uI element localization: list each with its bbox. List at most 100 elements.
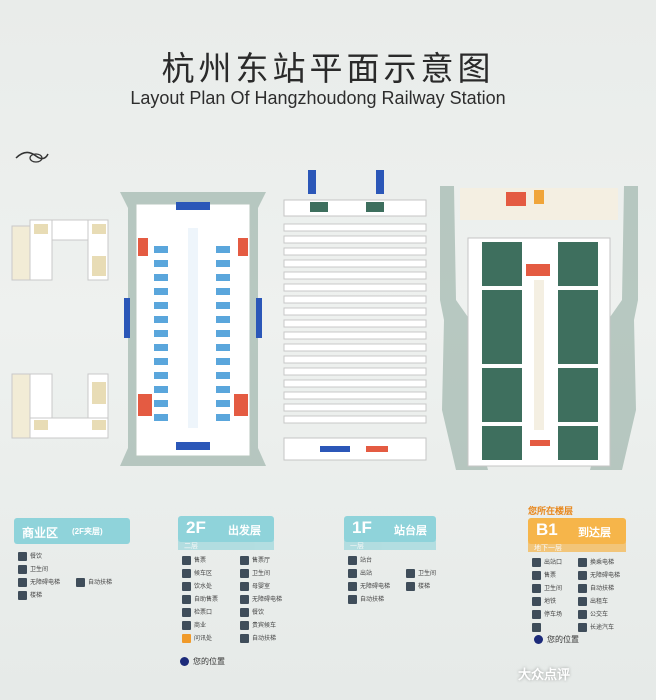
legend-item: 候车区 xyxy=(182,569,240,578)
you-are-here-dot-icon xyxy=(180,657,189,666)
legend-row: 出站 卫生间 xyxy=(348,567,464,580)
info-icon xyxy=(182,634,191,643)
escalator-icon xyxy=(348,595,357,604)
legend-header-1f: 1F 站台层 xyxy=(344,516,436,542)
legend-item: 无障碍电梯 xyxy=(348,582,406,591)
legend-item: 卫生间 xyxy=(532,584,578,593)
legend-item: 卫生间 xyxy=(240,569,298,578)
coach-icon xyxy=(578,623,587,632)
legend-row: 售票 无障碍电梯 xyxy=(532,569,624,582)
legend-item: 出租车 xyxy=(578,597,624,606)
legend-label: 楼梯 xyxy=(30,591,43,599)
you-are-here-marker-b1: 您的位置 xyxy=(534,634,579,645)
legend-row: 检票口 餐饮 xyxy=(182,606,298,619)
legend-row: 楼梯 xyxy=(18,589,134,602)
legend-item: 商业 xyxy=(182,621,240,630)
legend-level-name: (2F夹层) xyxy=(72,527,103,536)
legend-label: 卫生间 xyxy=(30,565,49,573)
legend-label: 长途汽车 xyxy=(590,623,615,631)
taxi-icon xyxy=(578,597,587,606)
legend-item xyxy=(532,623,578,632)
legend-level: 2F xyxy=(186,518,206,537)
shop-icon xyxy=(182,621,191,630)
legend-item: 餐饮 xyxy=(240,608,298,617)
stairs-icon xyxy=(406,582,415,591)
legend-item: 换乘电梯 xyxy=(578,558,624,567)
exit-icon xyxy=(532,558,541,567)
current-floor-tag: 您所在楼层 xyxy=(528,507,574,517)
bus-icon xyxy=(578,610,587,619)
legend-label: 问讯处 xyxy=(194,634,213,642)
toilet-icon xyxy=(18,565,27,574)
legend-item: 自动扶梯 xyxy=(348,595,406,604)
legend-item: 售票 xyxy=(182,556,240,565)
ticket-hall-icon xyxy=(240,556,249,565)
legend-row: 长途汽车 xyxy=(532,621,624,634)
accessible-elevator-icon xyxy=(18,578,27,587)
legend-row: 无障碍电梯 自动扶梯 xyxy=(18,576,134,589)
you-are-here-dot-icon xyxy=(534,635,543,644)
legend-row: 出站口 换乘电梯 xyxy=(532,556,624,569)
legend-item: 无障碍电梯 xyxy=(240,595,298,604)
vip-icon xyxy=(240,621,249,630)
map-title-chinese: 杭州东站平面示意图 xyxy=(161,49,495,88)
legend-row: 商业 贵宾候车 xyxy=(182,619,298,632)
legend-label: 出站 xyxy=(360,569,373,577)
legend-label: 出站口 xyxy=(544,558,563,566)
legend-item: 母婴室 xyxy=(240,582,298,591)
legend-item: 贵宾候车 xyxy=(240,621,298,630)
legend-label: 自动扶梯 xyxy=(88,578,113,586)
legend-label: 检票口 xyxy=(194,608,213,616)
legend-row: 无障碍电梯 楼梯 xyxy=(348,580,464,593)
toilet-icon xyxy=(240,569,249,578)
legend-label: 饮水处 xyxy=(194,582,213,590)
legend-sub: 地下一层 xyxy=(534,544,562,552)
legend-item: 公交车 xyxy=(578,610,624,619)
legend-label: 无障碍电梯 xyxy=(252,595,283,603)
legend-level: 1F xyxy=(352,518,372,537)
you-are-here-label: 您的位置 xyxy=(547,635,579,644)
legend-label: 无障碍电梯 xyxy=(360,582,391,590)
legend-item: 停车场 xyxy=(532,610,578,619)
platform-tracks xyxy=(283,223,427,424)
legend-label: 自动扶梯 xyxy=(252,634,277,642)
legend-header-2f: 2F 出发层 xyxy=(178,516,274,542)
legend-label: 售票 xyxy=(544,571,557,579)
you-are-here-label: 您的位置 xyxy=(193,657,225,666)
legend-item: 出站 xyxy=(348,569,406,578)
legend-item: 楼梯 xyxy=(18,591,76,600)
legend-label: 无障碍电梯 xyxy=(590,571,621,579)
legend-row: 饮水处 母婴室 xyxy=(182,580,298,593)
legend-label: 卫生间 xyxy=(544,584,563,592)
legend-item: 餐饮 xyxy=(18,552,76,561)
legend-list-mezzanine: 餐饮 卫生间 无障碍电梯 自动扶梯 楼梯 xyxy=(18,550,134,602)
legend-label: 自动扶梯 xyxy=(590,584,615,592)
legend-row: 停车场 公交车 xyxy=(532,608,624,621)
toilet-icon xyxy=(532,584,541,593)
arrival-level-plan xyxy=(440,186,638,470)
departure-level-plan xyxy=(120,192,266,466)
legend-item: 长途汽车 xyxy=(578,623,624,632)
parking-icon xyxy=(532,610,541,619)
nursery-icon xyxy=(240,582,249,591)
legend-item: 问讯处 xyxy=(182,634,240,643)
accessible-elevator-icon xyxy=(348,582,357,591)
ticket-icon xyxy=(532,571,541,580)
legend-header-mezzanine: 商业区 (2F夹层) xyxy=(14,518,130,544)
legend-item: 自动扶梯 xyxy=(76,578,134,587)
legend-item: 检票口 xyxy=(182,608,240,617)
legend-item: 楼梯 xyxy=(406,582,464,591)
legend-label: 自动扶梯 xyxy=(360,595,385,603)
legend-label: 无障碍电梯 xyxy=(30,578,61,586)
waiting-seats-left xyxy=(154,246,168,421)
platform-level-plan xyxy=(283,170,427,461)
legend-label: 售票 xyxy=(194,556,207,564)
waiting-area-icon xyxy=(182,569,191,578)
legend-subheader-1f: 一层 xyxy=(344,540,436,550)
legend-row: 自动扶梯 xyxy=(348,593,464,606)
legend-label: 出租车 xyxy=(590,597,609,605)
escalator-icon xyxy=(240,634,249,643)
ticket-icon xyxy=(182,556,191,565)
underground-blocks-left xyxy=(482,242,522,460)
